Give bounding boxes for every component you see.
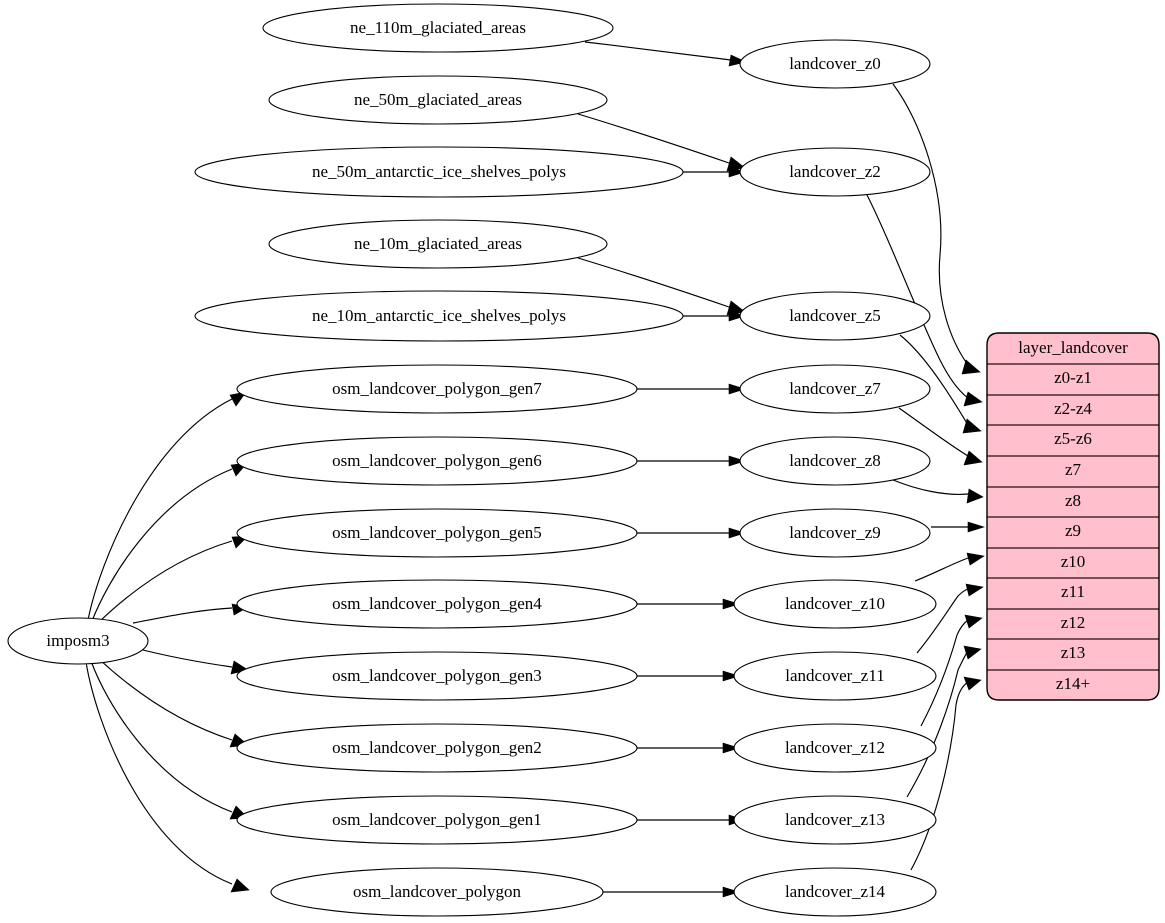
edge-imposm3-to-gen7 — [87, 398, 233, 621]
arrowhead — [964, 614, 983, 629]
edge-z2-to-row-z2z4 — [865, 192, 969, 399]
arrowhead — [966, 488, 984, 504]
arrowhead — [229, 391, 247, 407]
edge-z10-to-row-z10 — [914, 557, 969, 582]
arrowhead — [966, 552, 985, 566]
edge-z0-to-row-z0z1 — [892, 83, 969, 366]
node-landcover-z2[interactable]: landcover_z2 — [739, 147, 931, 197]
node-landcover-z13[interactable]: landcover_z13 — [733, 795, 937, 845]
node-landcover-z8[interactable]: landcover_z8 — [739, 436, 931, 486]
arrowhead — [962, 418, 982, 434]
node-ne-10m-glaciated-areas[interactable]: ne_10m_glaciated_areas — [268, 219, 608, 269]
node-osm-landcover-polygon-gen1[interactable]: osm_landcover_polygon_gen1 — [236, 795, 638, 845]
node-landcover-z10[interactable]: landcover_z10 — [733, 579, 937, 629]
edge-z5-to-row-z5z6 — [899, 334, 969, 426]
node-ne-50m-antarctic-ice-shelves-polys[interactable]: ne_50m_antarctic_ice_shelves_polys — [194, 146, 684, 198]
arrowhead — [728, 166, 747, 178]
node-osm-landcover-polygon-gen2[interactable]: osm_landcover_polygon_gen2 — [236, 723, 638, 773]
edge-z14-to-row-z14plus — [910, 681, 969, 871]
node-landcover-z0[interactable]: landcover_z0 — [739, 39, 931, 89]
edge-z7-to-row-z7 — [898, 407, 969, 457]
edge-imposm3-to-gen3 — [134, 647, 233, 668]
node-osm-landcover-polygon-gen4[interactable]: osm_landcover_polygon_gen4 — [236, 579, 638, 629]
edge-imposm3-to-polygon — [85, 661, 233, 885]
edge-imposm3-to-gen5 — [98, 540, 233, 623]
edge-z13-to-row-z13 — [906, 650, 969, 798]
arrowhead — [963, 676, 982, 691]
edge-ne110m-to-z0 — [584, 41, 732, 61]
node-osm-landcover-polygon-gen3[interactable]: osm_landcover_polygon_gen3 — [236, 651, 638, 701]
node-ne-50m-glaciated-areas[interactable]: ne_50m_glaciated_areas — [268, 75, 608, 125]
edge-ne10mglac-to-z5 — [577, 257, 730, 308]
node-landcover-z11[interactable]: landcover_z11 — [733, 651, 937, 701]
node-osm-landcover-polygon[interactable]: osm_landcover_polygon — [270, 867, 604, 917]
arrowhead — [963, 645, 982, 660]
arrowhead — [722, 742, 741, 754]
arrowhead — [967, 521, 986, 533]
arrowhead — [230, 878, 250, 893]
natural-earth-node-group: ne_110m_glaciated_areas ne_50m_glaciated… — [194, 3, 684, 342]
layer-landcover-table[interactable]: layer_landcover z0-z1 z2-z4 z5-z6 z7 — [986, 332, 1160, 701]
table-border — [986, 332, 1160, 701]
node-landcover-z7[interactable]: landcover_z7 — [739, 364, 931, 414]
node-osm-landcover-polygon-gen6[interactable]: osm_landcover_polygon_gen6 — [236, 436, 638, 486]
node-landcover-z5[interactable]: landcover_z5 — [739, 291, 931, 341]
edge-z12-to-row-z12 — [920, 619, 969, 727]
node-ne-110m-glaciated-areas[interactable]: ne_110m_glaciated_areas — [262, 3, 614, 53]
edge-z8-to-row-z8 — [892, 479, 969, 495]
arrowhead — [722, 670, 741, 682]
arrowhead — [728, 527, 747, 539]
edge-layer — [85, 41, 986, 898]
arrowhead — [728, 383, 747, 395]
osm-node-group: osm_landcover_polygon_gen7 osm_landcover… — [236, 364, 638, 917]
node-landcover-z12[interactable]: landcover_z12 — [733, 723, 937, 773]
arrowhead — [728, 54, 747, 67]
edge-imposm3-to-gen4 — [132, 607, 233, 624]
edge-imposm3-to-gen2 — [99, 659, 233, 741]
arrowhead — [961, 359, 981, 375]
arrowhead — [722, 598, 741, 610]
node-landcover-z9[interactable]: landcover_z9 — [739, 508, 931, 558]
landcover-node-group: landcover_z0 landcover_z2 landcover_z5 l… — [733, 39, 937, 917]
arrowhead — [965, 583, 984, 597]
arrowhead — [728, 455, 747, 467]
edge-imposm3-to-gen6 — [91, 468, 233, 622]
node-osm-landcover-polygon-gen7[interactable]: osm_landcover_polygon_gen7 — [236, 364, 638, 414]
edge-ne50mglac-to-z2 — [577, 113, 730, 164]
node-imposm3[interactable]: imposm3 — [7, 617, 149, 665]
node-landcover-z14[interactable]: landcover_z14 — [733, 867, 937, 917]
arrowhead — [963, 450, 983, 466]
edge-imposm3-to-gen1 — [90, 660, 233, 813]
arrowhead — [722, 886, 741, 898]
node-ne-10m-antarctic-ice-shelves-polys[interactable]: ne_10m_antarctic_ice_shelves_polys — [194, 290, 684, 342]
arrowhead — [728, 310, 747, 322]
node-osm-landcover-polygon-gen5[interactable]: osm_landcover_polygon_gen5 — [236, 508, 638, 558]
edge-z11-to-row-z11 — [916, 588, 969, 654]
arrowhead — [963, 391, 983, 407]
